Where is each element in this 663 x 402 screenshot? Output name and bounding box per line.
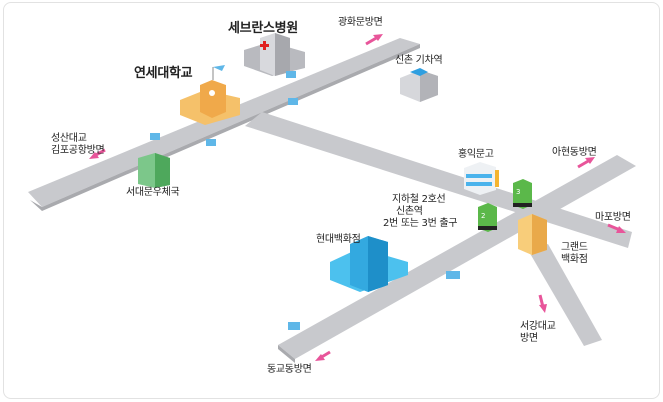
label-subway-exits: 2번 또는 3번 출구 (383, 218, 458, 229)
label-mapo: 마포방면 (595, 212, 631, 223)
arrow-gwanghwamun-icon (365, 34, 383, 46)
road-yanghwa-ro (278, 155, 636, 359)
bus-stop-icon (150, 133, 160, 140)
arrow-ahyeon-icon (577, 157, 595, 169)
label-ahyeon: 아현동방면 (552, 147, 597, 158)
arrow-seongsan-icon (89, 148, 106, 159)
roads (28, 38, 636, 363)
label-hongik-books: 홍익문고 (458, 149, 494, 160)
subway-exit-2-icon (478, 203, 497, 232)
exit-2-number: 2 (481, 212, 486, 220)
grand-department-store-building-icon (518, 214, 547, 255)
arrow-donggyo-icon (315, 350, 331, 361)
hongik-books-building-icon (464, 162, 499, 195)
bus-stop-icon (206, 139, 216, 146)
label-grand-1: 그랜드 (561, 242, 588, 253)
hyundai-department-store-building-icon (330, 236, 408, 292)
label-severance: 세브란스병원 (228, 21, 298, 36)
label-seogang-1: 서강대교 (520, 321, 556, 332)
label-seongsan: 성산대교 (51, 133, 87, 144)
map-frame (3, 2, 660, 399)
arrow-seogang-icon (538, 294, 547, 313)
bus-stop-icon (288, 98, 298, 105)
yonsei-building-icon (180, 65, 240, 125)
bus-stop-icon (288, 322, 300, 330)
label-post-office: 서대문우체국 (126, 187, 180, 198)
road-seogang (528, 244, 602, 346)
sinchon-station-building-icon (400, 68, 438, 102)
subway-exit-3-icon (513, 179, 532, 209)
label-seogang-2: 방면 (520, 333, 538, 344)
label-gimpo: 김포공항방면 (51, 145, 105, 156)
post-office-building-icon (138, 153, 170, 188)
label-gwanghwamun: 광화문방면 (338, 17, 383, 28)
arrow-mapo-icon (607, 223, 626, 233)
bus-stop-icon (446, 271, 460, 279)
label-yonsei: 연세대학교 (134, 66, 193, 81)
severance-building-icon (244, 33, 305, 76)
label-grand-2: 백화점 (561, 254, 588, 265)
label-donggyo: 동교동방면 (267, 364, 312, 375)
exit-3-number: 3 (516, 188, 521, 196)
bus-stop-icon (286, 71, 296, 78)
label-sinchon-station: 신촌 기차역 (395, 55, 443, 66)
label-subway-line: 지하철 2호선 (392, 194, 446, 205)
road-main-northwest (28, 38, 420, 207)
road-yanghwa-ro-edge (278, 345, 295, 363)
label-hyundai: 현대백화점 (316, 234, 361, 245)
bus-stop-icons (150, 71, 460, 330)
direction-arrows (89, 34, 626, 361)
label-subway-station: 신촌역 (396, 206, 423, 217)
